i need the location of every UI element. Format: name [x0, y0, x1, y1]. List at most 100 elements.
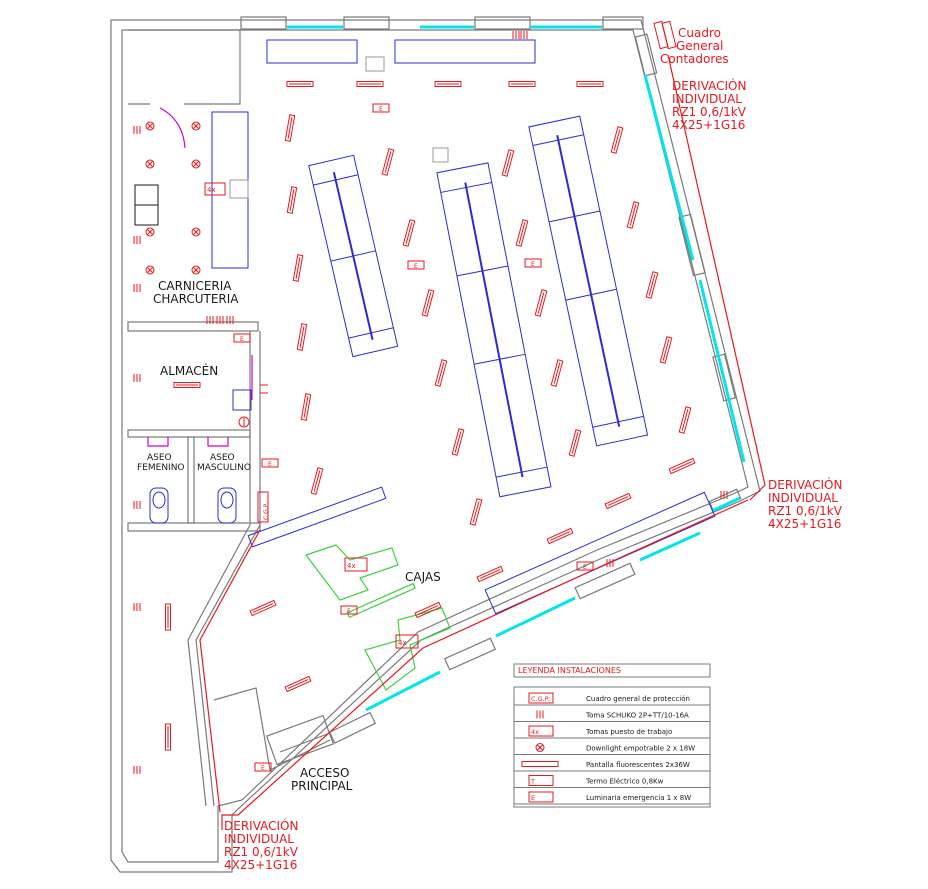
downlight: [191, 159, 201, 169]
legend-row: Downlight empotrable 2 x 18W: [514, 743, 710, 755]
deriv-right-2: INDIVIDUAL: [768, 491, 838, 505]
emergency-light-tag: E: [240, 336, 244, 343]
legend: LEYENDA INSTALACIONES C.G.P.Cuadro gener…: [513, 663, 711, 808]
room-label-aseo-f1: ASEO: [147, 453, 172, 463]
glazing-bottom-3: [365, 670, 441, 712]
toilet-f: [149, 487, 169, 524]
room-label-charcuteria: CHARCUTERIA: [153, 292, 239, 306]
workstation-3: 4x: [395, 634, 419, 649]
fluorescent-light: [515, 219, 529, 247]
gondola-2: [436, 162, 552, 498]
toilet-m-bowl: [220, 491, 234, 509]
box-2: [432, 147, 449, 163]
fluorescent-light: [550, 359, 564, 387]
cgp-panel: C.G.P.: [257, 491, 270, 523]
legend-item-label: Toma SCHUKO 2P+TT/10-16A: [585, 712, 689, 720]
walls: [110, 16, 761, 873]
fluorescent-light: [296, 323, 308, 351]
svg-text:C.G.P.: C.G.P.: [263, 503, 270, 520]
cable-bottom: [221, 499, 749, 830]
legend-box: [513, 686, 711, 808]
sink: [232, 389, 252, 411]
fluorescent-light: [568, 429, 582, 457]
svg-text:4x: 4x: [398, 639, 407, 647]
checkout-counter-1: [305, 544, 399, 601]
fluorescent-light: [356, 81, 384, 87]
outer-wall: [110, 19, 761, 873]
downlight: [145, 159, 155, 169]
fluorescent-light: [414, 601, 442, 619]
schuko-socket: [720, 491, 728, 499]
cable-right: [667, 54, 766, 501]
butcher-back-wall: [128, 29, 241, 105]
window-frame-b3: [328, 711, 377, 744]
deriv-top-3: RZ1 0,6/1kV: [672, 105, 747, 119]
emergency-light-tag: E: [583, 564, 587, 571]
room-label-cajas: CAJAS: [405, 570, 441, 584]
gondola-3: [528, 115, 649, 447]
inner-wall: [121, 29, 749, 863]
room-label-almacen: ALMACÉN: [160, 363, 218, 378]
emergency-light-tag: E: [268, 461, 272, 468]
room-label-principal: PRINCIPAL: [291, 779, 353, 793]
entrance-vestibule: [213, 687, 331, 771]
legend-item-label: Cuadro general de protección: [586, 695, 690, 703]
fluorescent-light: [173, 382, 201, 388]
downlight: [145, 121, 155, 131]
glazing-right-1: [643, 74, 695, 261]
fluorescent-light: [476, 565, 504, 583]
schuko-socket: [133, 236, 141, 244]
downlights: [145, 121, 201, 275]
corridor-wall: [195, 524, 261, 807]
legend-item-label: Pantalla fluorescentes 2x36W: [586, 761, 690, 769]
schuko-socket: [133, 374, 141, 382]
schuko-socket: [133, 284, 141, 292]
svg-text:4x: 4x: [347, 562, 356, 570]
fluorescent-light: [421, 289, 435, 317]
room-label-aseo-m1: ASEO: [210, 453, 235, 463]
toilet-m: [217, 487, 237, 524]
fluorescent-light: [286, 81, 314, 87]
schuko-socket: [512, 31, 520, 39]
schuko-socket: [133, 126, 141, 134]
butcher-storage-divider: [127, 321, 259, 332]
schuko-socket: [133, 766, 141, 774]
glazing-bottom-4: [711, 496, 741, 513]
emergency-light-tag: E: [531, 261, 535, 268]
sink-1: [134, 184, 159, 206]
fluorescent-light: [381, 148, 395, 176]
window-frame-4: [602, 16, 644, 30]
legend-item-label: Termo Eléctrico 0,8Kw: [585, 778, 664, 786]
window-frame-r2: [678, 213, 706, 277]
annotations: Cuadro General Contadores DERIVACIÓN IND…: [137, 26, 843, 872]
fluorescent-light: [534, 289, 548, 317]
room-label-aseo-f2: FEMENINO: [137, 463, 185, 473]
back-shelf-right: [394, 39, 536, 64]
schuko-socket: [133, 603, 141, 611]
cuadro-label-2: General: [676, 39, 723, 53]
schuko-socket: [216, 316, 224, 324]
glazing-right-2: [698, 279, 746, 463]
box-3: [229, 179, 249, 199]
fluorescent-light: [292, 254, 304, 282]
emergency-light: E: [524, 258, 542, 268]
legend-row: C.G.P.Cuadro general de protección: [514, 692, 710, 706]
window-frame-1: [240, 16, 287, 30]
workstation-2: 4x: [344, 557, 368, 572]
fluorescent-light: [546, 527, 574, 545]
fluorescent-light: [434, 81, 462, 87]
fluorescent-light: [451, 428, 465, 456]
deriv-top-2: INDIVIDUAL: [672, 92, 742, 106]
legend-symbol-text: E: [531, 794, 535, 802]
legend-symbol-text: 4x: [531, 728, 539, 736]
schuko-socket: [206, 316, 214, 324]
schuko-socket: [133, 501, 141, 509]
window-frame-3: [474, 16, 531, 30]
fluorescent-light: [604, 492, 632, 510]
window-frame-b1: [574, 562, 636, 600]
fluorescent-light: [284, 675, 312, 693]
emergency-light-tag: E: [414, 263, 418, 270]
